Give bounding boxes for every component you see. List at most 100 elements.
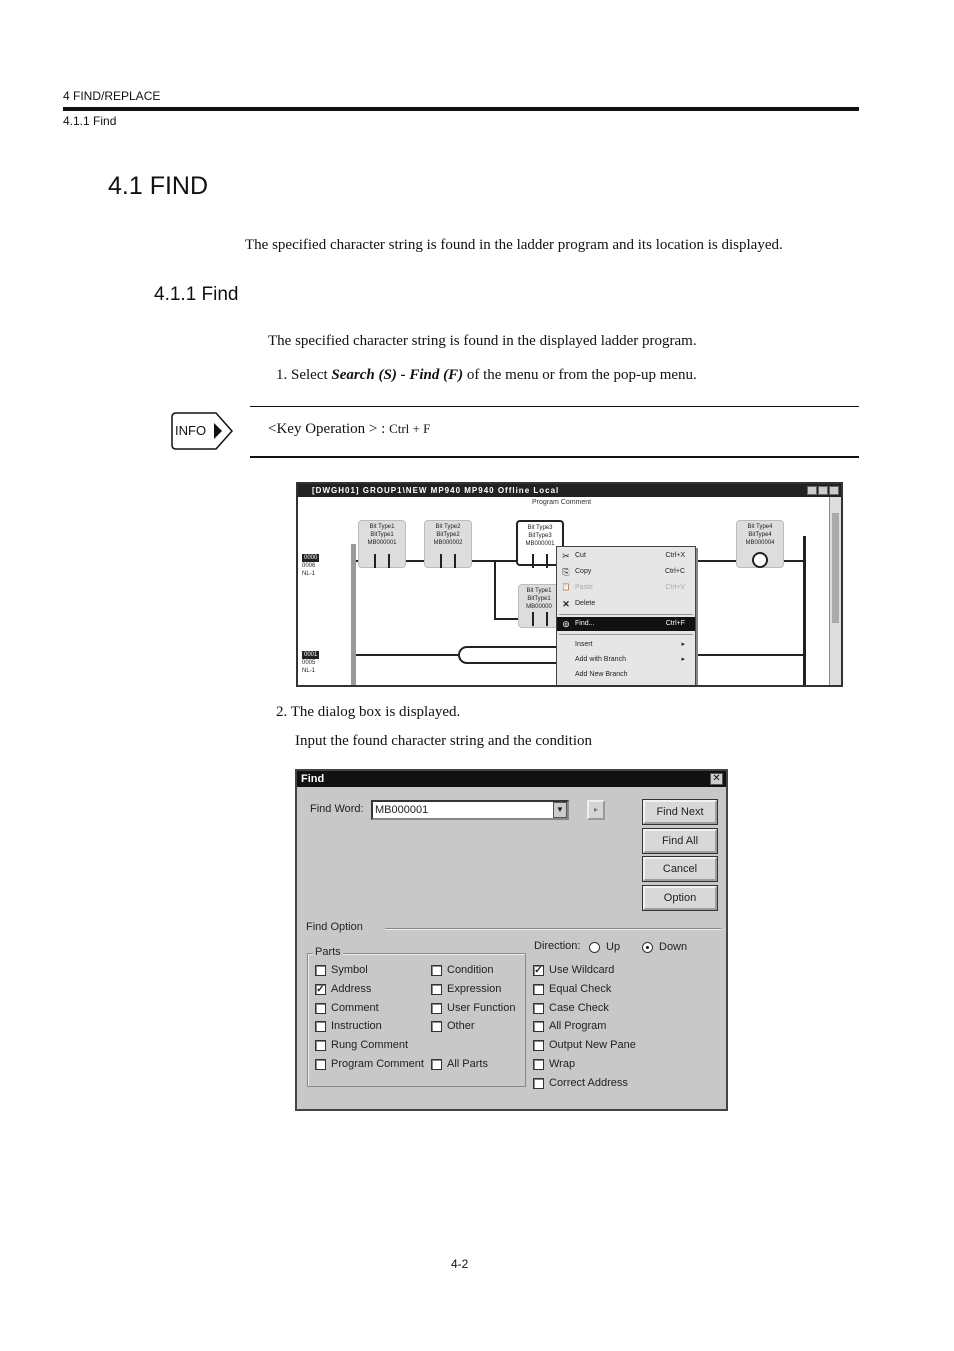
- menu-item-add-new-branch[interactable]: Add New Branch: [557, 668, 695, 682]
- contact-bit-type3-selected[interactable]: Bit Type3 BitType3 MB000001: [516, 520, 564, 566]
- maximize-button[interactable]: [818, 486, 828, 495]
- minimize-button[interactable]: [807, 486, 817, 495]
- radio-direction-down[interactable]: Down: [642, 941, 687, 953]
- checkbox-label: Case Check: [549, 1002, 609, 1014]
- contact-label: Bit Type3: [527, 525, 553, 531]
- find-word-input[interactable]: MB000001: [371, 800, 569, 820]
- vertical-scrollbar[interactable]: [829, 497, 841, 685]
- menu-item-label: Insert: [575, 641, 593, 648]
- find-word-label: Find Word:: [310, 803, 364, 815]
- ladder-window-titlebar: [DWGH01] GROUP1\NEW MP940 MP940 Offline …: [298, 484, 841, 497]
- ladder-editor-screenshot: [DWGH01] GROUP1\NEW MP940 MP940 Offline …: [296, 482, 843, 687]
- checkbox-label: Comment: [331, 1002, 379, 1014]
- step-2-subtext: Input the found character string and the…: [295, 733, 592, 749]
- menu-item-shortcut: Ctrl+X: [665, 552, 685, 559]
- contact-address: MB00000: [526, 604, 552, 610]
- scrollbar-thumb[interactable]: [832, 513, 839, 623]
- program-comment-label: Program Comment: [532, 499, 592, 506]
- rung-label-1: 0001 0005 NL-1: [302, 651, 320, 675]
- contact-label: Bit Type1: [526, 588, 552, 594]
- direction-label: Direction:: [534, 940, 581, 952]
- checkbox-label: Symbol: [331, 964, 368, 976]
- find-next-button[interactable]: Find Next: [642, 799, 718, 825]
- contact-bit-type2[interactable]: Bit Type2 BitType2 MB000002: [424, 520, 472, 568]
- copy-icon: ⎘: [562, 567, 570, 577]
- parts-label: Parts: [313, 946, 343, 958]
- menu-item-find[interactable]: ⊚Find...Ctrl+F: [557, 617, 695, 631]
- info-badge-label: INFO: [175, 423, 206, 438]
- checkbox-box: [315, 1058, 326, 1070]
- checkbox-comment[interactable]: Comment: [315, 1002, 379, 1014]
- close-button[interactable]: [829, 486, 839, 495]
- checkbox-user-function[interactable]: User Function: [431, 1002, 515, 1014]
- branch-wire-vertical: [494, 560, 496, 618]
- checkbox-label: All Parts: [447, 1058, 488, 1070]
- chevron-down-icon[interactable]: ▼: [553, 802, 567, 818]
- menu-item-label: Add New Branch: [575, 671, 628, 678]
- menu-item-shortcut: Ctrl+F: [665, 620, 685, 627]
- coil-bit-type4[interactable]: Bit Type4 BitType4 MB000004: [736, 520, 784, 568]
- coil-symbol: BitType4: [748, 532, 772, 538]
- checkbox-all-program[interactable]: All Program: [533, 1020, 606, 1032]
- radio-dot-selected: [642, 941, 653, 953]
- contact-address: MB000001: [367, 540, 397, 546]
- coil-icon: [752, 552, 768, 568]
- menu-item-insert[interactable]: Insert▸: [557, 638, 695, 652]
- step-2: 2. The dialog box is displayed.: [276, 704, 461, 720]
- checkbox-wrap[interactable]: Wrap: [533, 1058, 575, 1070]
- rung-1-wire-right: [698, 654, 803, 656]
- rung-1-instruction-block[interactable]: [458, 646, 568, 664]
- info-badge-icon: INFO: [171, 412, 234, 450]
- contact-bit-type1[interactable]: Bit Type1 BitType1 MB000001: [358, 520, 406, 568]
- checkbox-label: Condition: [447, 964, 494, 976]
- checkbox-box: [533, 1002, 544, 1014]
- checkbox-use-wildcard[interactable]: ✓Use Wildcard: [533, 964, 614, 976]
- checkbox-correct-address[interactable]: Correct Address: [533, 1077, 628, 1089]
- checkbox-condition[interactable]: Condition: [431, 964, 493, 976]
- checkbox-label: Program Comment: [331, 1058, 424, 1070]
- checkbox-equal-check[interactable]: Equal Check: [533, 983, 611, 995]
- checkbox-label: All Program: [549, 1020, 607, 1032]
- find-all-button[interactable]: Find All: [642, 828, 718, 854]
- checkbox-instruction[interactable]: Instruction: [315, 1020, 382, 1032]
- radio-direction-up[interactable]: Up: [589, 941, 620, 953]
- contact-symbol: BitType2: [436, 532, 460, 538]
- menu-item-delete[interactable]: ✕Delete: [557, 597, 695, 611]
- running-header-section: 4.1.1 Find: [63, 114, 117, 128]
- header-rule: [63, 107, 859, 111]
- checkbox-program-comment[interactable]: Program Comment: [315, 1058, 424, 1070]
- checkbox-box: [431, 964, 442, 976]
- checkbox-label: Rung Comment: [331, 1039, 409, 1051]
- checkbox-symbol[interactable]: Symbol: [315, 964, 368, 976]
- info-rule-top: [250, 406, 859, 407]
- step-1-menu-path: Search (S) - Find (F): [331, 367, 464, 383]
- option-button[interactable]: Option: [642, 885, 718, 911]
- checkbox-all-parts[interactable]: All Parts: [431, 1058, 488, 1070]
- checkbox-box: [315, 1020, 326, 1032]
- rung-1-wire-left: [356, 654, 458, 656]
- checkbox-label: Equal Check: [549, 983, 612, 995]
- window-controls: [807, 486, 839, 495]
- find-dialog: Find ✕ Find Word: MB000001 ▼ ▸ Find Next…: [295, 769, 728, 1111]
- contact-label: Bit Type1: [369, 524, 395, 530]
- checkbox-case-check[interactable]: Case Check: [533, 1002, 609, 1014]
- step-1: 1. Select Search (S) - Find (F) of the m…: [276, 367, 697, 384]
- checkmark-icon: ✓: [315, 983, 326, 995]
- menu-item-add-with-branch[interactable]: Add with Branch▸: [557, 653, 695, 667]
- insert-arrow-button[interactable]: ▸: [587, 800, 605, 820]
- contact-address: MB000001: [525, 541, 555, 547]
- checkbox-output-new-pane[interactable]: Output New Pane: [533, 1039, 636, 1051]
- section-title: 4.1 FIND: [108, 172, 209, 200]
- checkbox-address[interactable]: ✓ Address: [315, 983, 371, 995]
- checkbox-expression[interactable]: Expression: [431, 983, 501, 995]
- close-icon[interactable]: ✕: [710, 773, 723, 785]
- cancel-button[interactable]: Cancel: [642, 856, 718, 882]
- checkbox-other[interactable]: Other: [431, 1020, 475, 1032]
- menu-item-label: Paste: [575, 584, 593, 591]
- checkbox-label: Address: [331, 983, 372, 995]
- checkbox-rung-comment[interactable]: Rung Comment: [315, 1039, 408, 1051]
- menu-item-label: Copy: [575, 568, 592, 575]
